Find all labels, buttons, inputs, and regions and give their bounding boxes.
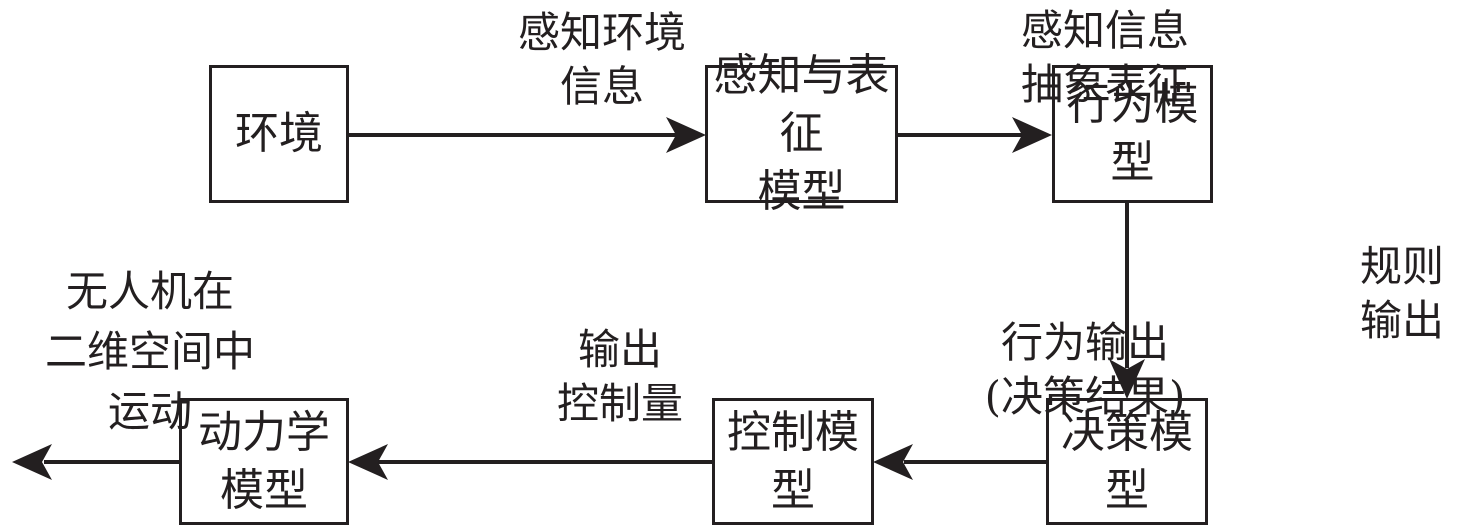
node-label: 模型 bbox=[220, 464, 308, 516]
edge-label-line: 控制量 bbox=[556, 379, 683, 428]
node-label: 决策模型 bbox=[1061, 406, 1193, 516]
arrowhead-icon bbox=[1109, 359, 1145, 399]
edge-label-line: 抽象表征 bbox=[1020, 60, 1189, 109]
node-environment: 环境 bbox=[209, 65, 349, 203]
node-label: 环境 bbox=[235, 108, 323, 159]
edge-label-line: 二维空间中 bbox=[44, 327, 255, 376]
arrowhead-icon bbox=[12, 444, 52, 480]
node-dynamics-model: 动力学 模型 bbox=[179, 398, 349, 525]
edge-label-line: 输出 bbox=[1359, 296, 1444, 345]
edge-label-line: 规则 bbox=[1359, 242, 1444, 291]
node-label: 感知与表征 bbox=[713, 50, 890, 159]
node-perception-model: 感知与表征 模型 bbox=[705, 50, 898, 217]
node-behavior-model: 行为模型 bbox=[1052, 65, 1213, 203]
edge-label-decision-to-control: 行为输出 (决策结果) bbox=[950, 316, 1220, 424]
arrowhead-icon bbox=[348, 444, 388, 480]
edge-label-line: 运动 bbox=[107, 387, 192, 436]
edge-label-dynamics-output: 无人机在 二维空间中 运动 bbox=[10, 262, 290, 442]
node-decision-model: 决策模型 bbox=[1046, 398, 1208, 525]
edge-label-line: 信息 bbox=[559, 62, 644, 111]
arrowhead-icon bbox=[873, 444, 913, 480]
node-label: 控制模型 bbox=[727, 406, 859, 516]
edge-label-line: 感知信息 bbox=[1020, 6, 1189, 55]
edge-label-control-to-dynamics: 输出 控制量 bbox=[520, 323, 720, 431]
node-label: 动力学 bbox=[198, 406, 330, 458]
arrowhead-icon bbox=[666, 117, 706, 153]
edge-label-line: (决策结果) bbox=[984, 372, 1186, 421]
node-label: 模型 bbox=[757, 166, 846, 217]
node-control-model: 控制模型 bbox=[712, 398, 874, 525]
edge-label-perception-to-behavior: 感知信息 抽象表征 bbox=[995, 4, 1215, 112]
edge-label-line: 感知环境 bbox=[517, 8, 686, 57]
edge-label-line: 输出 bbox=[577, 325, 662, 374]
edge-label-behavior-to-decision: 规则 输出 bbox=[1332, 240, 1472, 348]
node-label: 行为模型 bbox=[1066, 79, 1199, 188]
arrowhead-icon bbox=[1012, 117, 1052, 153]
edge-label-env-to-perception: 感知环境 信息 bbox=[492, 6, 712, 114]
edge-label-line: 行为输出 bbox=[1000, 318, 1169, 367]
edge-label-line: 无人机在 bbox=[65, 267, 234, 316]
